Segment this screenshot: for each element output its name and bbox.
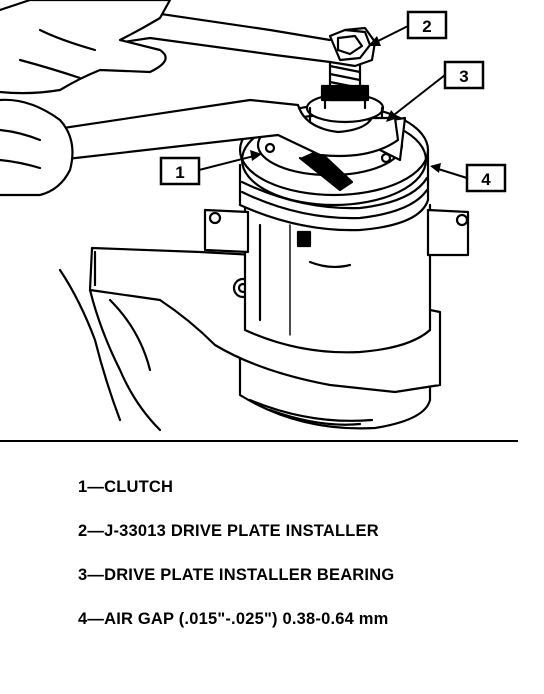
legend-item-installer-bearing: 3—DRIVE PLATE INSTALLER BEARING <box>78 566 395 584</box>
compressor-clutch-illustration: 1 2 3 4 <box>0 0 507 432</box>
callout-3-label: 3 <box>459 67 468 86</box>
lower-wrench <box>48 98 400 162</box>
compressor-body <box>203 203 470 354</box>
legend: 1—CLUTCH 2—J-33013 DRIVE PLATE INSTALLER… <box>78 474 528 650</box>
legend-item-air-gap: 4—AIR GAP (.015"-.025") 0.38-0.64 mm <box>78 610 389 628</box>
callout-1-label: 1 <box>175 163 184 182</box>
callout-4: 4 <box>430 163 507 193</box>
hands <box>0 0 172 197</box>
divider-line <box>0 440 518 442</box>
threaded-shaft <box>320 58 370 102</box>
callout-2: 2 <box>368 10 448 46</box>
callout-2-label: 2 <box>422 17 431 36</box>
callout-4-label: 4 <box>481 170 491 189</box>
legend-item-clutch: 1—CLUTCH <box>78 478 174 496</box>
callout-3: 3 <box>386 60 485 122</box>
callout-1: 1 <box>159 150 262 186</box>
legend-item-drive-plate-installer: 2—J-33013 DRIVE PLATE INSTALLER <box>78 522 379 540</box>
